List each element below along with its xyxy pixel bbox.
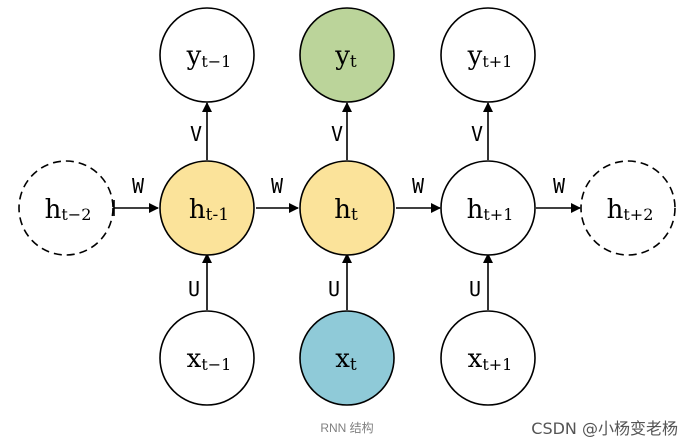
svg-text:ht-1: ht-1 bbox=[189, 195, 229, 225]
svg-text:xt+1: xt+1 bbox=[468, 344, 513, 374]
svg-text:yt+1: yt+1 bbox=[467, 41, 513, 71]
watermark: CSDN @小杨变老杨 bbox=[531, 419, 678, 438]
v-label-2: V bbox=[331, 122, 343, 146]
svg-text:ht−2: ht−2 bbox=[45, 195, 92, 225]
u-label-3: U bbox=[469, 277, 481, 301]
node-y-t-plus-1: yt+1 bbox=[440, 7, 536, 103]
node-h-t-minus-1: ht-1 bbox=[159, 160, 255, 256]
hidden-fill bbox=[159, 160, 255, 256]
node-h-t-minus-2: ht−2 bbox=[18, 160, 114, 256]
svg-text:yt: yt bbox=[334, 41, 357, 72]
node-y-t-minus-1: yt−1 bbox=[159, 7, 255, 103]
w-label-2: W bbox=[271, 174, 284, 198]
svg-text:ht: ht bbox=[334, 195, 358, 225]
figure-caption: RNN 结构 bbox=[320, 420, 373, 435]
node-x-t-plus-1: xt+1 bbox=[440, 310, 536, 406]
v-label-3: V bbox=[471, 122, 483, 146]
node-h-t-plus-1: ht+1 bbox=[440, 160, 536, 256]
w-label-3: W bbox=[412, 174, 425, 198]
svg-text:xt−1: xt−1 bbox=[187, 344, 232, 374]
node-x-t-minus-1: xt−1 bbox=[159, 310, 255, 406]
svg-text:yt−1: yt−1 bbox=[186, 41, 232, 71]
svg-text:xt: xt bbox=[335, 344, 357, 375]
node-x-t: xt bbox=[299, 310, 395, 406]
node-h-t-plus-2: ht+2 bbox=[580, 160, 676, 256]
u-label-2: U bbox=[328, 277, 340, 301]
u-label-1: U bbox=[188, 277, 200, 301]
svg-text:ht+1: ht+1 bbox=[467, 195, 514, 225]
node-h-t: ht bbox=[299, 160, 395, 256]
w-label-1: W bbox=[132, 174, 145, 198]
node-y-t: yt bbox=[299, 7, 395, 103]
svg-text:ht+2: ht+2 bbox=[607, 195, 654, 225]
w-label-4: W bbox=[553, 174, 566, 198]
v-label-1: V bbox=[190, 122, 202, 146]
